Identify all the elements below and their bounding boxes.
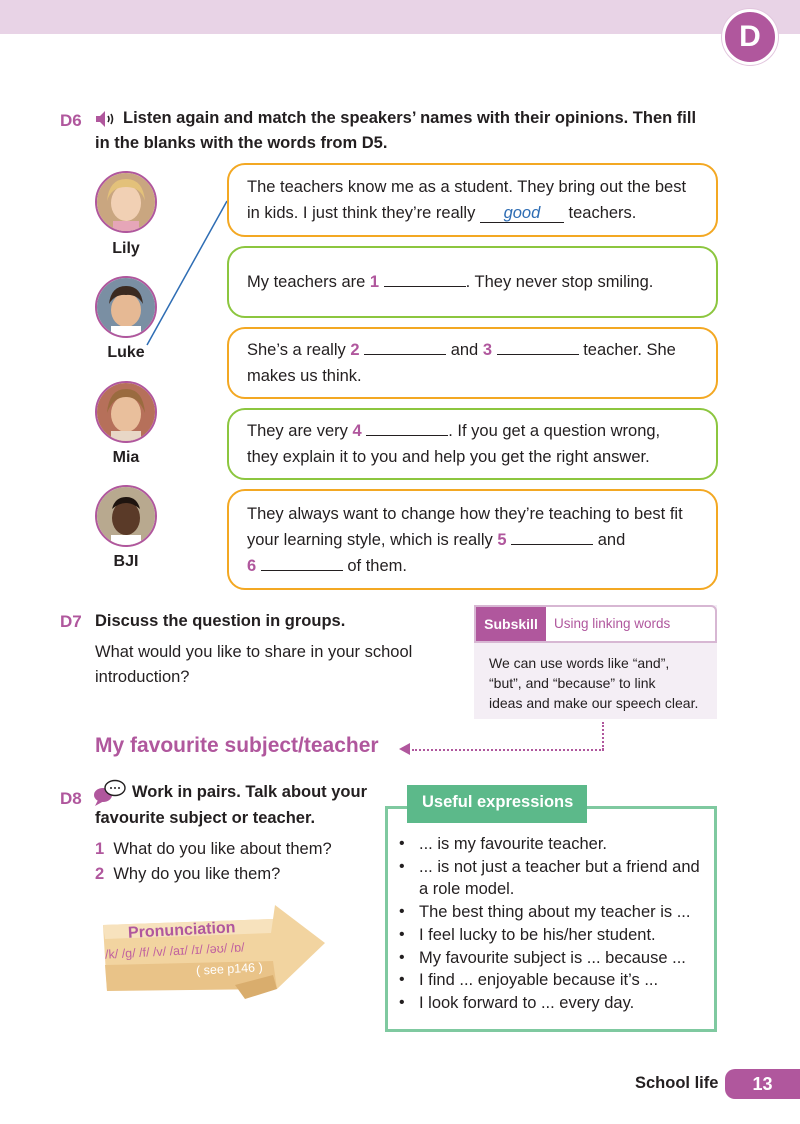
dotted-pointer-vertical (602, 722, 604, 750)
useful-expressions-title: Useful expressions (422, 793, 574, 811)
opinion-bubble-5: They always want to change how they’re t… (227, 489, 718, 590)
expression-item: I find ... enjoyable because it’s ... (397, 969, 707, 992)
expression-item: The best thing about my teacher is ... (397, 901, 707, 924)
dotted-pointer-line (412, 749, 604, 751)
top-band (0, 0, 800, 34)
exercise-number-d6: D6 (60, 111, 82, 130)
useful-expressions-tab (407, 785, 587, 823)
useful-expressions-list: ... is my favourite teacher. ... is not … (397, 833, 707, 1015)
pronunciation-arrow[interactable] (95, 905, 330, 1000)
d7-question-line2: introduction? (95, 668, 190, 686)
opinion-bubble-2: My teachers are 1 . They never stop smil… (227, 246, 718, 318)
audio-icon[interactable] (93, 107, 117, 131)
expression-item: My favourite subject is ... because ... (397, 947, 707, 970)
speech-bubbles-icon (94, 779, 126, 806)
subskill-tag: Subskill (476, 607, 546, 641)
expression-item: I feel lucky to be his/her student. (397, 924, 707, 947)
speaker-name-mia: Mia (112, 449, 140, 466)
exercise-number-d7: D7 (60, 612, 82, 631)
expression-item: ... is my favourite teacher. (397, 833, 707, 856)
opinion-bubble-1: The teachers know me as a student. They … (227, 163, 718, 237)
exercise-number-d8: D8 (60, 789, 82, 808)
avatar-bji (95, 485, 157, 547)
d7-instruction: Discuss the question in groups. (95, 612, 346, 630)
answer-example: good (479, 204, 564, 223)
d8-question-2: 2 Why do you like them? (95, 865, 281, 883)
blank-1[interactable] (383, 270, 466, 287)
d8-question-1: 1 What do you like about them? (95, 840, 332, 858)
d6-instruction: Listen again and match the speakers’ nam… (95, 109, 697, 152)
match-line (146, 200, 228, 346)
d7-question-line1: What would you like to share in your sch… (95, 643, 413, 661)
expression-item: I look forward to ... every day. (397, 992, 707, 1015)
arrow-left-icon (399, 743, 410, 755)
blank-6[interactable] (260, 554, 343, 571)
footer-unit-name: School life (635, 1074, 719, 1092)
speaker-name-lily: Lily (112, 240, 140, 257)
opinion-bubble-3: She’s a really 2 and 3 teacher. She make… (227, 327, 718, 399)
d8-instruction-line2: favourite subject or teacher. (95, 809, 316, 827)
blank-3[interactable] (496, 338, 579, 355)
section-badge: D (722, 9, 778, 65)
avatar-mia (95, 381, 157, 443)
avatar-lily (95, 171, 157, 233)
blank-5[interactable] (511, 528, 594, 545)
avatar-luke (95, 276, 157, 338)
blank-4[interactable] (366, 419, 449, 436)
speaker-name-luke: Luke (107, 344, 145, 361)
subskill-title: Using linking words (554, 616, 671, 631)
subskill-text: We can use words like “and”, “but”, and … (489, 655, 699, 711)
blank-2[interactable] (364, 338, 447, 355)
d8-instruction-line1: Work in pairs. Talk about your (132, 783, 368, 801)
page-number: 13 (725, 1069, 800, 1099)
speaker-name-bji: BJI (113, 553, 139, 570)
section-heading: My favourite subject/teacher (95, 734, 379, 757)
opinion-bubble-4: They are very 4 . If you get a question … (227, 408, 718, 480)
expression-item: ... is not just a teacher but a friend a… (397, 856, 707, 901)
